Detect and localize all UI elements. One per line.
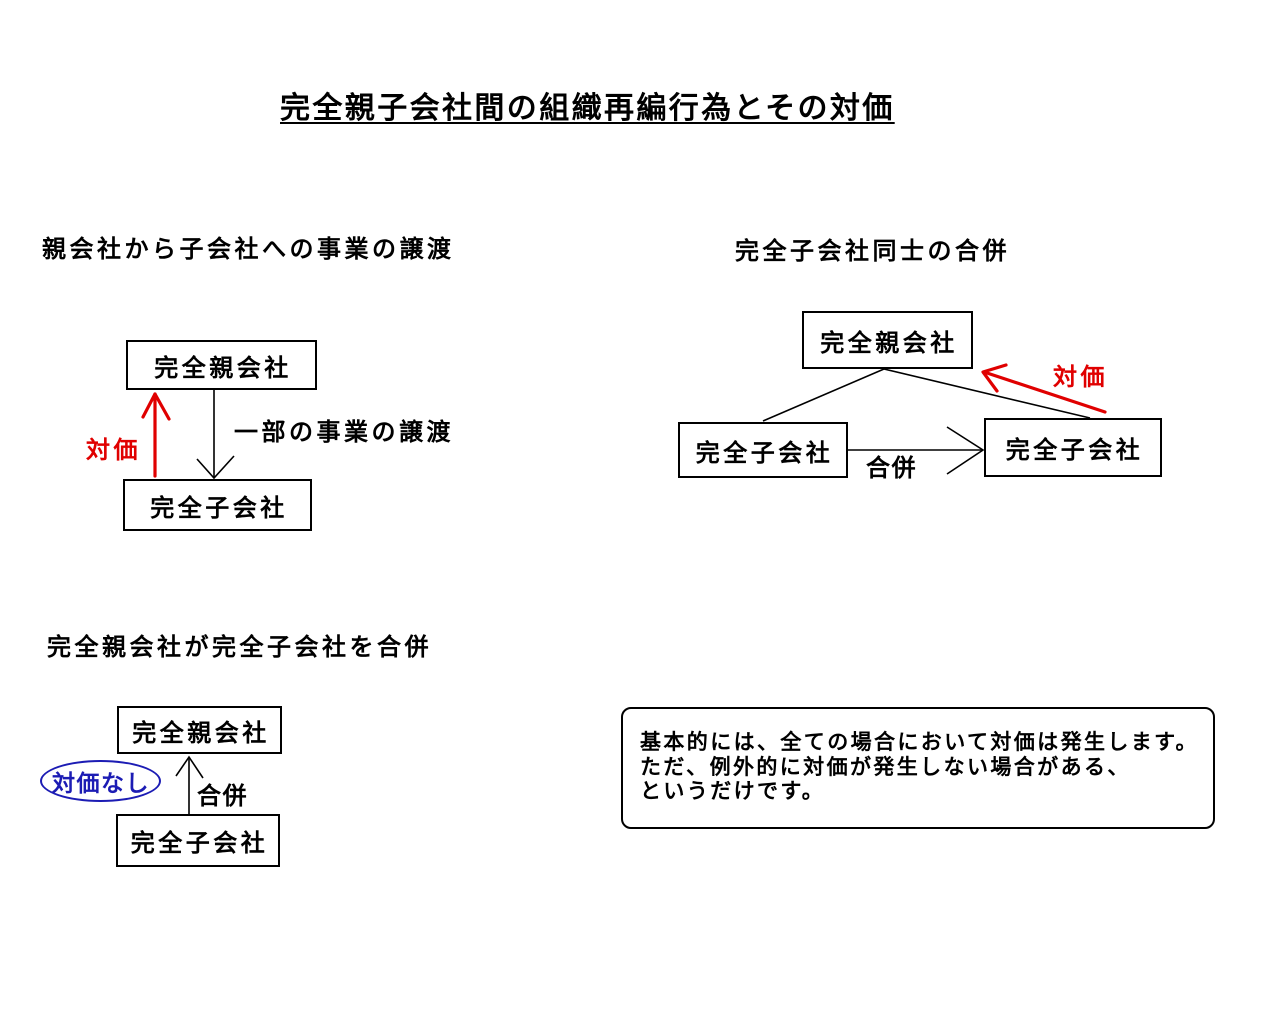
transfer-arrow-head bbox=[196, 455, 235, 480]
sibling-left-child-label: 完全子会社 bbox=[695, 438, 834, 467]
note-line: ただ、例外的に対価が発生しない場合がある、 bbox=[640, 754, 1131, 779]
sibling-left-child-box: 完全子会社 bbox=[678, 422, 848, 478]
sibling-right-child-label: 完全子会社 bbox=[1005, 436, 1144, 464]
transfer-child-box: 完全子会社 bbox=[123, 479, 312, 531]
merger-parent-label: 完全親会社 bbox=[132, 718, 270, 747]
consideration-arrow-head-2 bbox=[981, 363, 1008, 393]
parent-merger-heading: 完全親会社が完全子会社を合併 bbox=[47, 633, 432, 661]
sibling-parent-box: 完全親会社 bbox=[802, 311, 973, 369]
transfer-parent-label: 完全親会社 bbox=[154, 353, 292, 382]
sibling-consideration-label: 対価 bbox=[1053, 363, 1108, 391]
merger-parent-box: 完全親会社 bbox=[117, 706, 282, 754]
transfer-consideration-label: 対価 bbox=[86, 436, 141, 464]
consideration-arrow-shaft-2 bbox=[982, 370, 1107, 414]
parent-merger-arrow-head bbox=[175, 755, 204, 779]
page-title: 完全親子会社間の組織再編行為とその対価 bbox=[280, 91, 895, 126]
transfer-parent-box: 完全親会社 bbox=[126, 340, 317, 390]
merger-child-box: 完全子会社 bbox=[116, 814, 280, 867]
parent-to-right-subsidiary-line bbox=[883, 368, 1091, 419]
parent-merger-label: 合併 bbox=[197, 782, 248, 810]
transfer-diagram-heading: 親会社から子会社への事業の譲渡 bbox=[42, 235, 455, 263]
sibling-merger-label: 合併 bbox=[866, 454, 917, 482]
no-consideration-badge: 対価なし bbox=[40, 760, 161, 802]
parent-to-left-subsidiary-line bbox=[762, 368, 885, 422]
sibling-parent-label: 完全親会社 bbox=[820, 328, 958, 357]
note-box: 基本的には、全ての場合において対価は発生します。 ただ、例外的に対価が発生しない… bbox=[621, 707, 1215, 829]
transfer-label: 一部の事業の譲渡 bbox=[234, 418, 454, 446]
no-consideration-label: 対価なし bbox=[52, 771, 150, 797]
note-line: 基本的には、全ての場合において対価は発生します。 bbox=[640, 730, 1199, 754]
sibling-merger-heading: 完全子会社同士の合併 bbox=[735, 237, 1010, 265]
transfer-child-label: 完全子会社 bbox=[150, 493, 288, 522]
sibling-merger-arrow-head bbox=[946, 426, 985, 475]
consideration-arrow-head-1 bbox=[141, 392, 171, 421]
sibling-right-child-box: 完全子会社 bbox=[984, 418, 1162, 477]
note-line: というだけです。 bbox=[640, 779, 826, 803]
merger-child-label: 完全子会社 bbox=[130, 829, 269, 857]
